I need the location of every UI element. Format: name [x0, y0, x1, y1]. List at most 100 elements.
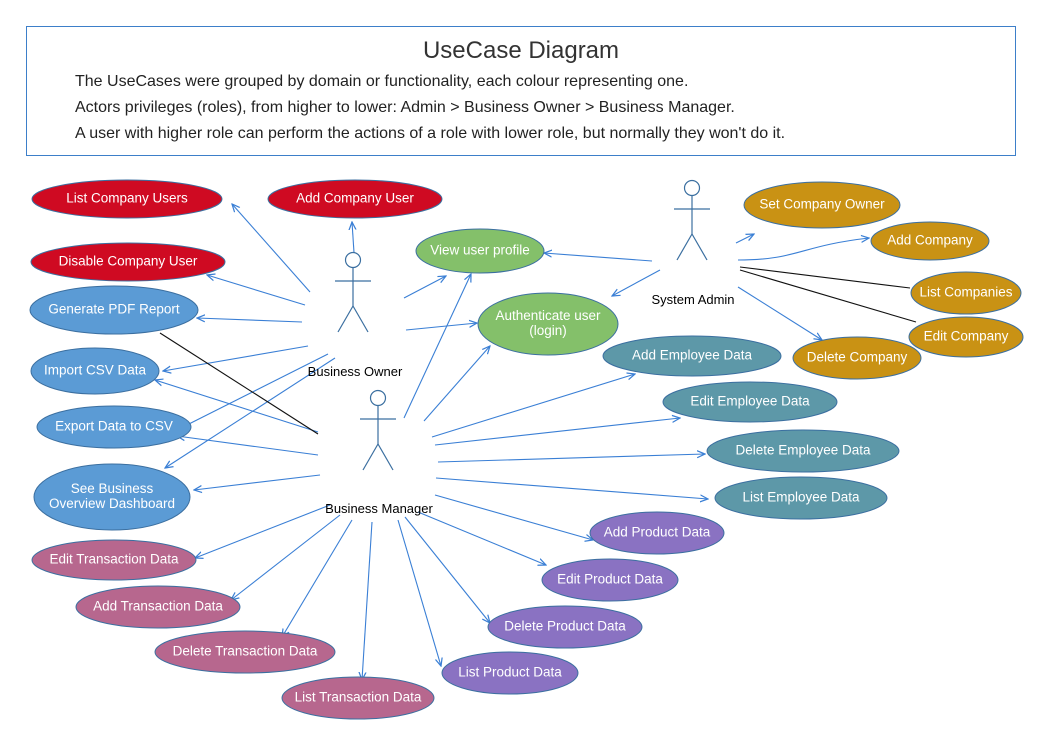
usecase-view-user-profile[interactable]: View user profile — [415, 228, 545, 274]
usecase-import-csv-data-shape — [30, 347, 160, 395]
connector-layer — [155, 204, 917, 680]
usecase-add-employee-data-shape — [602, 335, 782, 377]
usecase-add-transaction-data-label: Add Transaction Data — [93, 599, 223, 614]
usecase-authenticate-user[interactable]: Authenticate user(login) — [477, 292, 619, 356]
usecase-edit-company[interactable]: Edit Company — [908, 316, 1024, 358]
connector-11 — [735, 234, 754, 244]
usecase-delete-product-data[interactable]: Delete Product Data — [487, 605, 643, 649]
usecase-view-user-profile-label: View user profile — [430, 243, 530, 258]
usecase-set-company-owner[interactable]: Set Company Owner — [743, 181, 901, 229]
usecase-see-business-overview-label: See Business — [71, 481, 154, 496]
usecase-see-business-overview-label: Overview Dashboard — [49, 496, 175, 511]
usecase-generate-pdf-report-shape — [29, 285, 199, 335]
connector-8 — [405, 323, 477, 331]
usecase-delete-transaction-data[interactable]: Delete Transaction Data — [154, 630, 336, 674]
usecase-add-transaction-data[interactable]: Add Transaction Data — [75, 585, 241, 629]
usecase-edit-employee-data-label: Edit Employee Data — [690, 394, 810, 409]
usecase-edit-transaction-data[interactable]: Edit Transaction Data — [31, 539, 197, 581]
usecase-add-company-user-label: Add Company User — [296, 191, 414, 206]
usecase-edit-product-data-shape — [541, 558, 679, 602]
description-line-2: Actors privileges (roles), from higher t… — [75, 99, 735, 116]
connector-31 — [437, 454, 705, 463]
usecase-add-product-data-label: Add Product Data — [604, 525, 711, 540]
connector-2 — [207, 275, 306, 306]
connector-10 — [612, 269, 661, 296]
diagram-title: UseCase Diagram — [422, 37, 620, 64]
description-line-3: A user with higher role can perform the … — [75, 125, 786, 142]
usecase-authenticate-user-label: Authenticate user — [495, 308, 601, 323]
usecase-list-company-users[interactable]: List Company Users — [31, 179, 223, 219]
actor-figure-part — [676, 233, 693, 261]
usecase-delete-product-data-shape — [487, 605, 643, 649]
usecase-list-company-users-label: List Company Users — [66, 191, 188, 206]
connector-17 — [423, 346, 490, 422]
usecase-disable-company-user-shape — [30, 242, 226, 282]
usecase-list-transaction-data[interactable]: List Transaction Data — [281, 676, 435, 720]
description-line-1: The UseCases were grouped by domain or f… — [75, 73, 689, 90]
usecase-delete-employee-data-shape — [706, 429, 900, 473]
usecase-delete-company-shape — [792, 336, 922, 380]
actor-figure-part — [369, 389, 387, 407]
actor-figure-part — [683, 179, 701, 197]
description-box: UseCase Diagram The UseCases were groupe… — [26, 26, 1016, 156]
usecase-edit-product-data[interactable]: Edit Product Data — [541, 558, 679, 602]
actor-system-admin-label: System Admin — [651, 292, 734, 307]
connector-0 — [232, 204, 311, 293]
usecase-list-companies-shape — [910, 271, 1022, 315]
connector-7 — [403, 276, 446, 299]
usecase-delete-transaction-data-shape — [154, 630, 336, 674]
connector-15 — [737, 286, 822, 340]
connector-12 — [737, 238, 869, 261]
usecase-see-business-overview-shape — [33, 463, 191, 531]
usecase-delete-transaction-data-label: Delete Transaction Data — [173, 644, 318, 659]
usecase-add-transaction-data-shape — [75, 585, 241, 629]
usecase-add-product-data[interactable]: Add Product Data — [589, 511, 725, 555]
usecase-generate-pdf-report-label: Generate PDF Report — [48, 302, 180, 317]
usecase-disable-company-user[interactable]: Disable Company User — [30, 242, 226, 282]
actor-business-manager-label: Business Manager — [325, 501, 433, 516]
usecase-add-employee-data[interactable]: Add Employee Data — [602, 335, 782, 377]
usecase-add-company-shape — [870, 221, 990, 261]
usecase-add-company-label: Add Company — [887, 233, 973, 248]
usecase-add-company[interactable]: Add Company — [870, 221, 990, 261]
usecase-add-employee-data-label: Add Employee Data — [632, 348, 753, 363]
connector-27 — [404, 516, 490, 623]
usecase-export-data-to-csv-label: Export Data to CSV — [55, 419, 173, 434]
connector-20 — [194, 474, 321, 490]
usecase-list-employee-data[interactable]: List Employee Data — [714, 476, 888, 520]
connector-23 — [231, 514, 341, 600]
connector-33 — [431, 374, 635, 438]
usecase-export-data-to-csv[interactable]: Export Data to CSV — [36, 405, 192, 449]
usecase-export-data-to-csv-shape — [36, 405, 192, 449]
usecase-view-user-profile-shape — [415, 228, 545, 274]
usecase-add-company-user[interactable]: Add Company User — [267, 179, 443, 219]
usecase-authenticate-user-label: (login) — [529, 323, 567, 338]
usecase-delete-product-data-label: Delete Product Data — [504, 619, 626, 634]
connector-28 — [417, 511, 546, 565]
connector-13 — [739, 266, 911, 289]
usecase-list-product-data[interactable]: List Product Data — [441, 651, 579, 695]
usecase-list-transaction-data-shape — [281, 676, 435, 720]
usecase-delete-company[interactable]: Delete Company — [792, 336, 922, 380]
connector-18 — [155, 380, 319, 433]
connector-26 — [397, 519, 441, 666]
usecase-edit-employee-data[interactable]: Edit Employee Data — [662, 381, 838, 423]
usecase-edit-company-label: Edit Company — [924, 329, 1009, 344]
actor-figure-part — [337, 305, 354, 333]
usecase-list-companies[interactable]: List Companies — [910, 271, 1022, 315]
usecase-import-csv-data[interactable]: Import CSV Data — [30, 347, 160, 395]
actor-figure-part — [344, 251, 362, 269]
usecase-edit-product-data-label: Edit Product Data — [557, 572, 663, 587]
usecase-delete-company-label: Delete Company — [807, 350, 908, 365]
connector-16 — [403, 274, 471, 419]
usecase-list-employee-data-shape — [714, 476, 888, 520]
connector-30 — [435, 477, 708, 499]
connector-4 — [163, 345, 309, 371]
connector-21 — [159, 332, 319, 435]
usecase-generate-pdf-report[interactable]: Generate PDF Report — [29, 285, 199, 335]
actor-figure-part — [362, 443, 379, 471]
usecase-delete-employee-data[interactable]: Delete Employee Data — [706, 429, 900, 473]
usecase-import-csv-data-label: Import CSV Data — [44, 363, 147, 378]
